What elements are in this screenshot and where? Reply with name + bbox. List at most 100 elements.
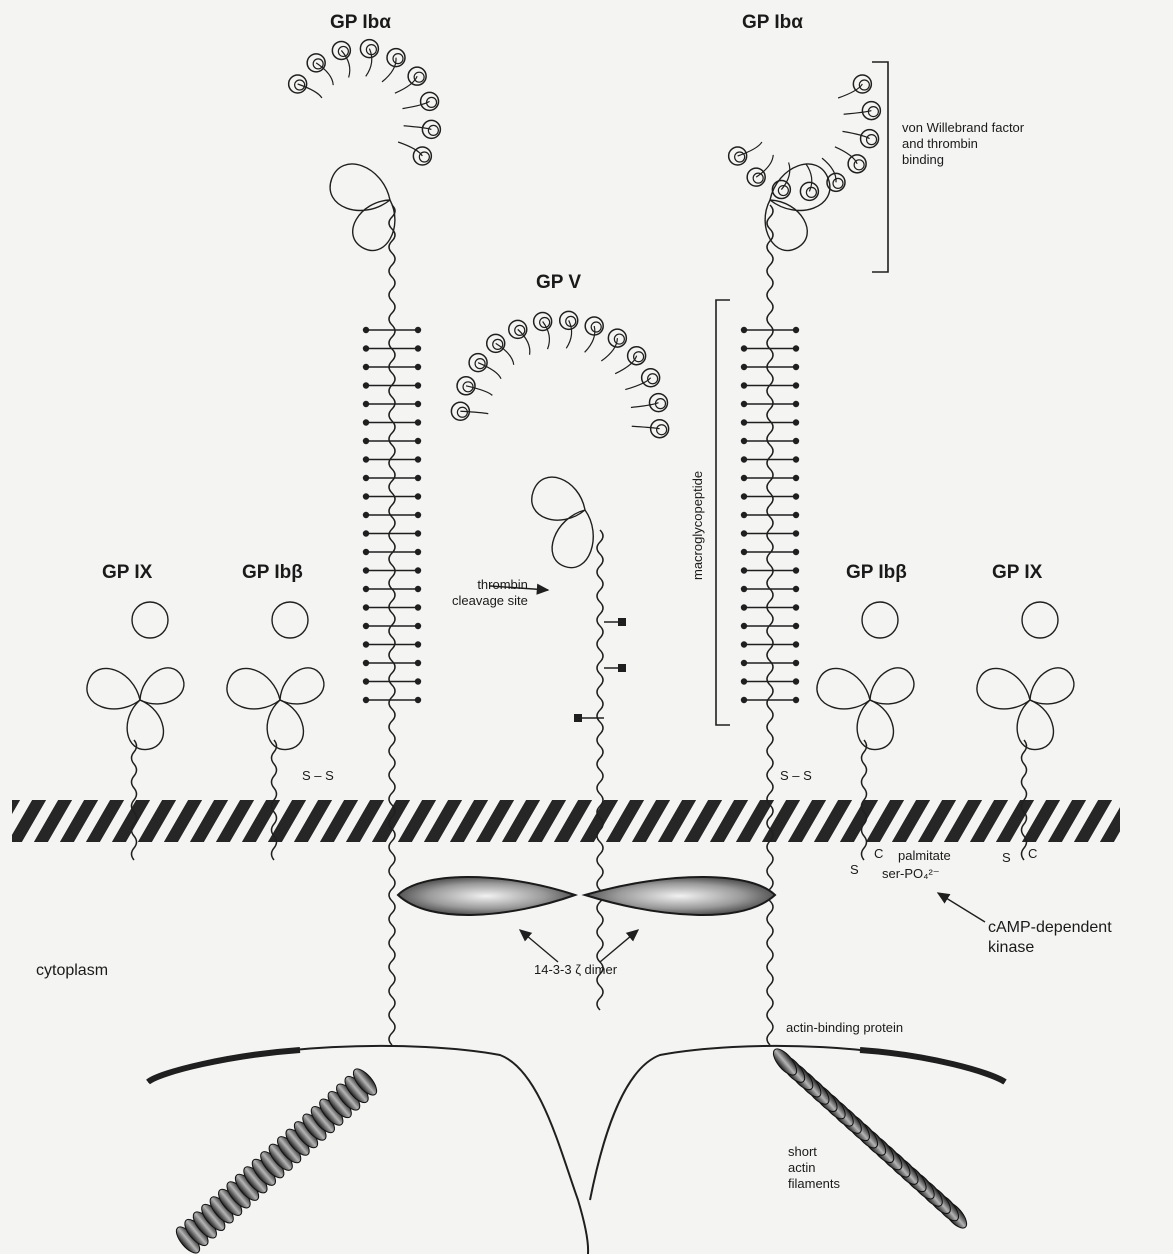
glycan-dot <box>741 512 747 518</box>
glycan-dot <box>363 567 369 573</box>
glycan-dot <box>741 475 747 481</box>
glycan-dot <box>415 419 421 425</box>
membrane-bilayer <box>12 800 1120 842</box>
repeat-loop <box>625 378 650 390</box>
actin-filament-left <box>172 1065 380 1254</box>
gp-ix-left-petal <box>87 668 140 708</box>
glycan-dot <box>415 697 421 703</box>
gp-ib-beta-right-petal <box>857 700 893 750</box>
macroglycopeptide-label: macroglycopeptide <box>690 471 706 580</box>
camp-line-1: cAMP-dependent <box>988 918 1112 938</box>
gp-v-glycan-dot <box>574 714 582 722</box>
glycan-dot <box>415 475 421 481</box>
glycan-dot <box>363 456 369 462</box>
gp-ib-alpha-right-glycans <box>741 327 799 703</box>
repeat-loop <box>398 142 422 156</box>
glycan-dot <box>793 345 799 351</box>
glycan-dot <box>741 438 747 444</box>
c-label-2: C <box>1028 846 1037 862</box>
glycan-dot <box>741 345 747 351</box>
gp-ix-left-label: GP IX <box>102 562 152 584</box>
glycan-dot <box>363 419 369 425</box>
gp-ix-left-petal <box>127 700 163 750</box>
glycan-dot <box>415 530 421 536</box>
glycan-dot <box>415 623 421 629</box>
gp-v-stem <box>597 530 603 1010</box>
vwf-line-1: von Willebrand factor <box>902 120 1024 136</box>
repeat-loop <box>403 101 430 108</box>
glycan-dot <box>793 382 799 388</box>
gp-v-label: GP V <box>536 272 581 294</box>
gp-ix-left-loop <box>132 602 168 638</box>
vwf-binding-label: von Willebrand factor and thrombin bindi… <box>902 120 1024 168</box>
dimer-right-lobe <box>585 877 775 915</box>
glycan-dot <box>415 493 421 499</box>
glycan-dot <box>363 641 369 647</box>
glycan-dot <box>793 641 799 647</box>
glycan-dot <box>793 623 799 629</box>
glycan-dot <box>363 678 369 684</box>
glycan-dot <box>793 438 799 444</box>
gp-ib-beta-left-petal <box>280 668 324 704</box>
gp-ix-left-petal <box>140 668 184 704</box>
glycan-dot <box>793 678 799 684</box>
thrombin-cleavage-label: thrombin cleavage site <box>452 577 528 609</box>
glycan-dot <box>363 382 369 388</box>
thrombin-line-2: cleavage site <box>452 593 528 609</box>
leucine-rich-repeat-core <box>859 80 869 90</box>
actin-binding-protein-label: actin-binding protein <box>786 1020 903 1036</box>
leucine-rich-repeat-core <box>806 187 816 197</box>
glycan-dot <box>793 604 799 610</box>
gp-ib-beta-right-loop <box>862 602 898 638</box>
gp-ib-alpha-right-stem <box>767 205 773 1045</box>
glycan-dot <box>363 660 369 666</box>
repeat-loop <box>844 111 872 115</box>
gp-v-glycan-dot <box>618 664 626 672</box>
glycan-dot <box>363 623 369 629</box>
glycan-dot <box>363 586 369 592</box>
leucine-rich-repeat-core <box>457 407 467 417</box>
macroglycopeptide-bracket <box>716 300 730 725</box>
glycan-dot <box>415 401 421 407</box>
s-label: S <box>850 862 859 878</box>
glycan-dot <box>415 586 421 592</box>
glycan-dot <box>363 493 369 499</box>
leucine-rich-repeat-core <box>414 72 424 82</box>
glycan-dot <box>363 530 369 536</box>
gp-ib-alpha-right-label: GP Ibα <box>742 12 803 34</box>
gp-ib-beta-right-petal <box>870 668 914 704</box>
cytoplasm-label: cytoplasm <box>36 962 108 980</box>
camp-kinase-label: cAMP-dependent kinase <box>988 918 1112 958</box>
gp-ib-beta-left-petal <box>267 700 303 750</box>
repeat-loop <box>298 84 322 98</box>
leucine-rich-repeat-core <box>393 54 403 64</box>
glycan-dot <box>415 549 421 555</box>
glycan-dot <box>415 512 421 518</box>
camp-line-2: kinase <box>988 938 1112 958</box>
leucine-rich-repeat-core <box>657 425 667 435</box>
glycan-dot <box>793 475 799 481</box>
glycan-dot <box>741 641 747 647</box>
glycan-dot <box>793 530 799 536</box>
glycan-dot <box>793 512 799 518</box>
glycan-dot <box>741 697 747 703</box>
thrombin-line-1: thrombin <box>452 577 528 593</box>
glycan-dot <box>793 567 799 573</box>
glycan-dot <box>741 567 747 573</box>
gp-ib-beta-right-label: GP Ibβ <box>846 562 907 584</box>
gp-ib-beta-right-petal <box>817 668 870 708</box>
gp-ib-beta-left-label: GP Ibβ <box>242 562 303 584</box>
gp-ix-right-petal <box>1030 668 1074 704</box>
gp-ib-alpha-left-head-petal <box>353 200 395 251</box>
glycan-dot <box>363 401 369 407</box>
glycan-dot <box>793 401 799 407</box>
vwf-line-3: binding <box>902 152 1024 168</box>
glycan-dot <box>415 678 421 684</box>
leucine-rich-repeat-core <box>428 125 438 135</box>
short-line-3: filaments <box>788 1176 840 1192</box>
glycan-dot <box>793 327 799 333</box>
glycan-dot <box>741 382 747 388</box>
gp-ib-alpha-left-stem <box>389 205 395 1045</box>
gp-ib-alpha-left-head <box>289 40 441 165</box>
